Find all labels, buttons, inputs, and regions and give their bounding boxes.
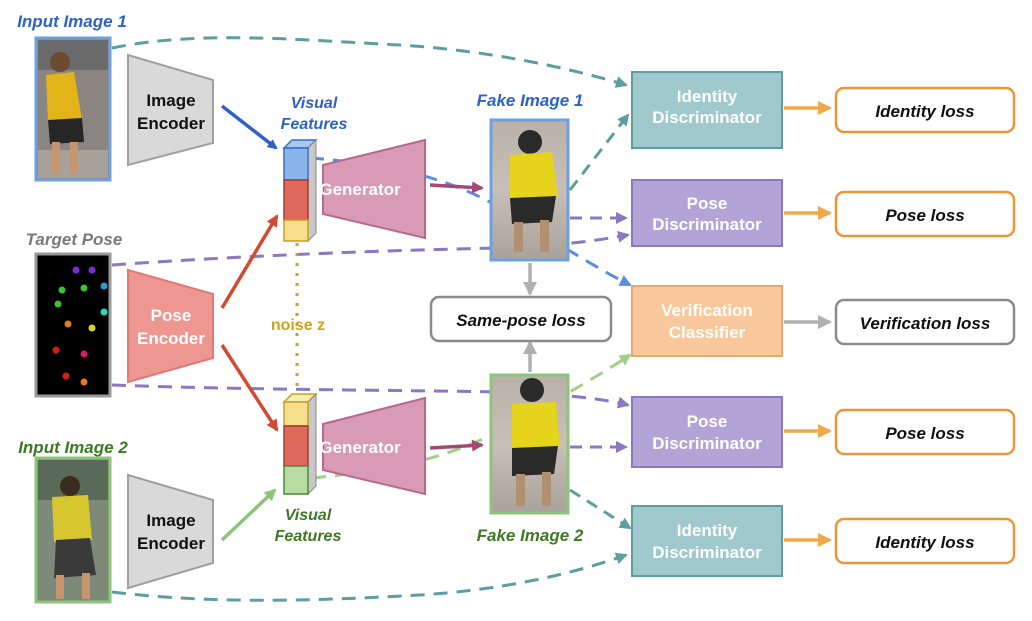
pose-keypoint [88, 266, 96, 274]
svg-text:Identity: Identity [677, 521, 738, 540]
pose-keypoint [80, 350, 88, 358]
fake-image-1 [489, 118, 570, 262]
pose-keypoint [52, 346, 60, 354]
image-encoder-top: Image Encoder [127, 53, 214, 167]
visual-features-bottom-label-2: Features [275, 528, 342, 545]
identity-discriminator-bottom: Identity Discriminator [631, 505, 783, 577]
svg-text:Pose loss: Pose loss [885, 206, 964, 225]
arrow-image-encoder-to-features-top [220, 104, 278, 150]
arrow-generator-bottom-to-fake2 [429, 439, 484, 452]
pose-keypoint [80, 284, 88, 292]
pose-keypoint [100, 308, 108, 316]
feature-stack-top [282, 138, 318, 243]
svg-text:Discriminator: Discriminator [652, 543, 762, 562]
pose-keypoint [62, 372, 70, 380]
svg-text:Generator: Generator [319, 438, 401, 457]
feature-stack-bottom [282, 392, 318, 496]
pose-discriminator-top: Pose Discriminator [631, 179, 783, 247]
svg-text:Image: Image [146, 511, 195, 530]
dashed-fake2-to-identity [569, 488, 632, 530]
pose-loss-box-top: Pose loss [834, 190, 1016, 238]
fake-image-2-label: Fake Image 2 [477, 526, 584, 545]
svg-text:Identity loss: Identity loss [875, 533, 974, 552]
pose-loss-box-bottom: Pose loss [834, 408, 1016, 456]
arrow-image-encoder-to-features-bottom [220, 488, 277, 542]
svg-text:Pose loss: Pose loss [885, 424, 964, 443]
pose-keypoint [64, 320, 72, 328]
pose-keypoint [88, 324, 96, 332]
generator-bottom: Generator [319, 396, 426, 496]
verification-classifier: Verification Classifier [631, 285, 783, 357]
svg-text:Pose: Pose [151, 306, 192, 325]
dashed-input1-to-identity-disc [111, 36, 628, 88]
visual-features-bottom-label: Visual [285, 507, 332, 524]
svg-text:Image: Image [146, 91, 195, 110]
same-pose-loss-box: Same-pose loss [429, 295, 613, 343]
fake-image-2 [489, 373, 570, 515]
pose-keypoint [72, 266, 80, 274]
svg-text:Verification loss: Verification loss [860, 314, 991, 333]
svg-text:Discriminator: Discriminator [652, 434, 762, 453]
dashed-pose-to-pose-disc2 [111, 383, 630, 409]
pose-discriminator-bottom: Pose Discriminator [631, 396, 783, 468]
svg-text:Discriminator: Discriminator [652, 215, 762, 234]
image-encoder-bottom: Image Encoder [127, 473, 214, 590]
svg-text:Identity loss: Identity loss [875, 102, 974, 121]
svg-text:Pose: Pose [687, 194, 728, 213]
input-image-1-label: Input Image 1 [17, 12, 127, 31]
visual-features-top-label: Visual [291, 95, 338, 112]
arrow-pose-encoder-to-features-top [220, 214, 279, 309]
svg-text:Classifier: Classifier [669, 323, 746, 342]
svg-text:Generator: Generator [319, 180, 401, 199]
pose-keypoint [80, 378, 88, 386]
generator-top: Generator [319, 138, 426, 240]
svg-text:Verification: Verification [661, 301, 753, 320]
verification-loss-box: Verification loss [834, 298, 1016, 346]
svg-text:Encoder: Encoder [137, 534, 205, 553]
input-image-2-label: Input Image 2 [18, 438, 128, 457]
noise-z-label: noise z [271, 317, 325, 334]
input-image-2 [34, 456, 112, 604]
svg-text:Discriminator: Discriminator [652, 108, 762, 127]
svg-text:Identity: Identity [677, 87, 738, 106]
pose-encoder: Pose Encoder [127, 268, 214, 384]
dashed-fake1-to-identity [568, 113, 630, 191]
identity-loss-box-top: Identity loss [834, 86, 1016, 134]
pose-keypoint [100, 282, 108, 290]
pose-keypoint [58, 286, 66, 294]
dashed-input2-to-identity-disc [111, 552, 628, 602]
fake-image-1-label: Fake Image 1 [477, 91, 584, 110]
input-image-1 [34, 36, 112, 182]
svg-text:Encoder: Encoder [137, 114, 205, 133]
svg-text:Same-pose loss: Same-pose loss [456, 311, 585, 330]
identity-loss-box-bottom: Identity loss [834, 517, 1016, 565]
identity-discriminator-top: Identity Discriminator [631, 71, 783, 149]
svg-text:Pose: Pose [687, 412, 728, 431]
visual-features-top-label-2: Features [281, 116, 348, 133]
arrow-generator-top-to-fake1 [429, 181, 484, 194]
target-pose-image [34, 252, 112, 398]
svg-text:Encoder: Encoder [137, 329, 205, 348]
pose-keypoint [54, 300, 62, 308]
target-pose-label: Target Pose [26, 230, 123, 249]
arrow-pose-encoder-to-features-bottom [220, 344, 279, 432]
dashed-pose-to-pose-disc1 [111, 230, 630, 267]
